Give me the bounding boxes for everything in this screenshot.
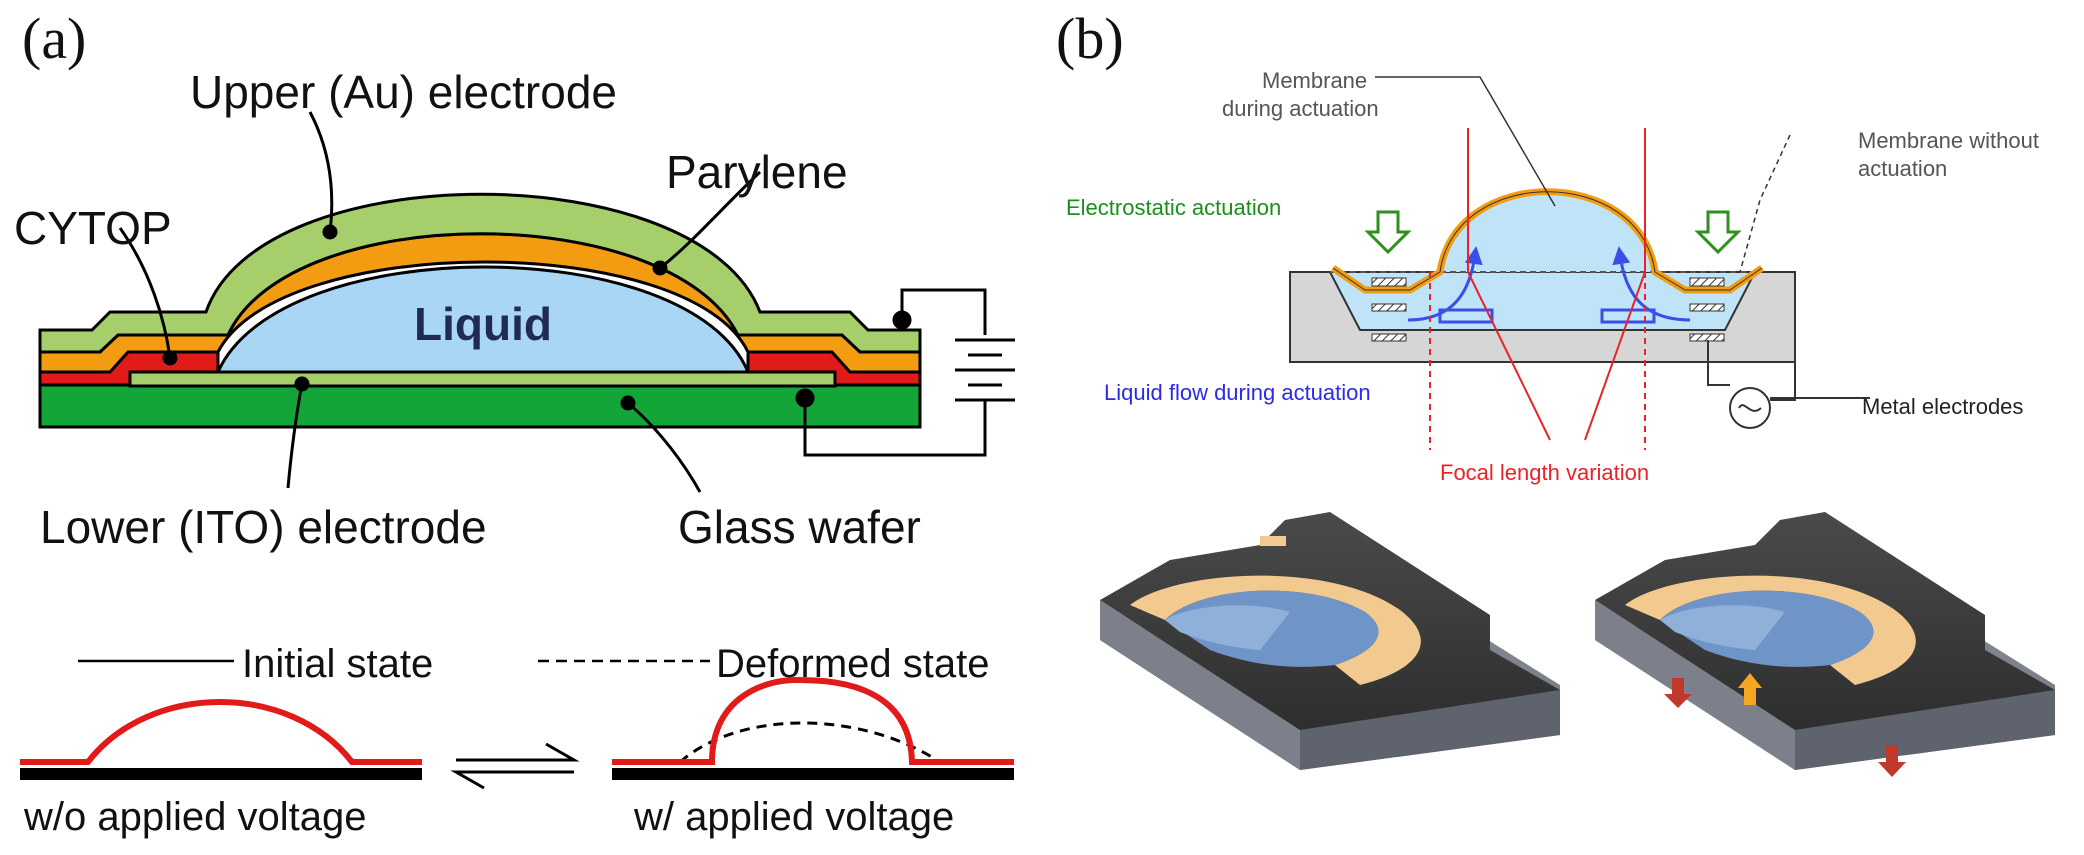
with-voltage-label: w/ applied voltage — [633, 795, 954, 839]
parylene-label: Parylene — [666, 146, 848, 198]
red-arrow-right — [1878, 745, 1906, 777]
panel-a: (a) Liquid — [14, 6, 1015, 839]
cytop-label: CYTOP — [14, 202, 172, 254]
membrane-during-label-1: Membrane — [1262, 68, 1367, 93]
actuation-arrows — [1364, 210, 1742, 255]
yellow-arrow-up — [1738, 673, 1762, 705]
red-arrow-left — [1664, 678, 1692, 708]
liquid-label: Liquid — [414, 298, 552, 350]
equilibrium-arrows — [450, 742, 580, 790]
upper-electrode-layer — [38, 192, 922, 354]
panel-a-leaders — [118, 111, 762, 493]
membrane-dome-liquid — [1440, 195, 1655, 272]
deformed-state-label: Deformed state — [716, 642, 989, 686]
electrode-base-left — [1371, 333, 1407, 342]
electrostatic-lens-schematic: Membrane during actuation Membrane witho… — [1066, 68, 2039, 485]
battery-circuit — [795, 288, 1015, 457]
liquid-flow-label: Liquid flow during actuation — [1104, 380, 1371, 405]
electrode-bottom-left — [1371, 303, 1407, 312]
state-without-voltage: w/o applied voltage — [20, 699, 422, 839]
lower-electrode-label: Lower (ITO) electrode — [40, 501, 487, 553]
initial-state-label: Initial state — [242, 642, 433, 686]
device-render-right — [1595, 512, 2055, 777]
state-with-voltage: w/ applied voltage — [612, 676, 1014, 839]
electrostatic-label: Electrostatic actuation — [1066, 195, 1281, 220]
panel-b-tag: (b) — [1056, 6, 1124, 71]
electrode-bottom-right — [1689, 303, 1725, 312]
liquid-droplet — [215, 265, 751, 374]
glass-wafer-layer — [38, 383, 922, 429]
panel-b-leaders — [1375, 76, 1860, 399]
panel-a-tag: (a) — [22, 6, 86, 71]
electrode-base-right — [1689, 333, 1725, 342]
lens-cross-section: Liquid — [38, 192, 922, 429]
device-render-left — [1100, 512, 1560, 770]
panel-b: (b) — [1056, 6, 2055, 777]
focal-length-label: Focal length variation — [1440, 460, 1649, 485]
membrane-during-label-2: during actuation — [1222, 96, 1379, 121]
membrane-without-label-1: Membrane without — [1858, 128, 2039, 153]
focal-lines — [1429, 128, 1646, 450]
lower-electrode-layer — [128, 370, 837, 388]
upper-electrode-label: Upper (Au) electrode — [190, 66, 617, 118]
without-voltage-label: w/o applied voltage — [23, 795, 366, 839]
membrane-without-label-2: actuation — [1858, 156, 1947, 181]
electrode-top-left — [1371, 277, 1407, 287]
electrode-top-right — [1689, 277, 1725, 287]
metal-electrodes-label: Metal electrodes — [1862, 394, 2023, 419]
glass-wafer-label: Glass wafer — [678, 501, 921, 553]
state-legend: Initial state Deformed state — [78, 642, 989, 686]
